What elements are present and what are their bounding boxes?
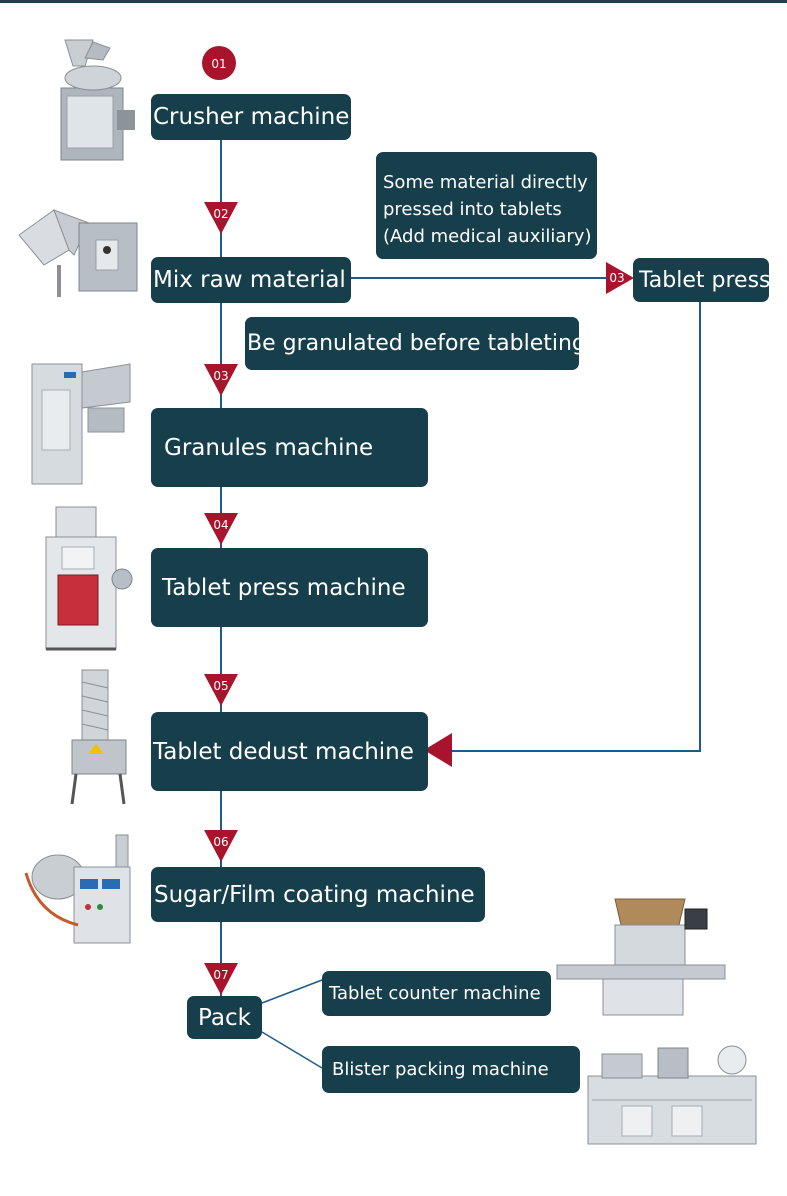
rotary-tablet-press-image [45, 506, 133, 651]
coating-pan-image [24, 834, 131, 944]
step-marker-04 [204, 513, 238, 545]
granules-machine-box: Granules machine [151, 408, 428, 487]
granulate-note-box: Be granulated before tableting [245, 317, 579, 370]
direct-press-note: Some material directly pressed into tabl… [376, 152, 597, 259]
blister-packer-image [587, 1045, 757, 1145]
step-marker-05 [204, 674, 238, 706]
step-number-01: 01 [211, 57, 226, 71]
step-number-03: 03 [213, 369, 228, 383]
tablet-counter-machine-label: Tablet counter machine [329, 983, 541, 1004]
tablet-press-direct-box: Tablet press [633, 258, 769, 302]
tablet-press-machine-label: Tablet press machine [162, 574, 406, 601]
granulate-note-label: Be granulated before tableting [247, 331, 579, 356]
tablet-dedust-machine-box: Tablet dedust machine [151, 712, 428, 791]
crusher-machine-label: Crusher machine [153, 104, 350, 130]
top-border [0, 0, 787, 3]
direct-note-line-1: Some material directly [383, 172, 588, 193]
step-marker-03-direct [606, 262, 634, 294]
granules-machine-label: Granules machine [164, 434, 374, 461]
tablet-counter-image [556, 898, 726, 1016]
blister-packing-machine-label: Blister packing machine [332, 1059, 549, 1080]
return-line [450, 302, 701, 752]
blister-packing-machine-box: Blister packing machine [322, 1046, 580, 1093]
tablet-press-direct-label: Tablet press [639, 267, 769, 293]
step-badge-01 [202, 46, 236, 80]
coating-machine-box: Sugar/Film coating machine [151, 867, 485, 922]
step-number-03-direct: 03 [609, 271, 624, 285]
pack-box: Pack [187, 996, 262, 1039]
mix-raw-material-label: Mix raw material [153, 267, 346, 293]
step-marker-07 [204, 963, 238, 995]
step-marker-06 [204, 830, 238, 862]
v-mixer-image [18, 209, 138, 297]
step-number-07: 07 [213, 968, 228, 982]
step-number-02: 02 [213, 207, 228, 221]
mix-raw-material-box: Mix raw material [151, 257, 351, 303]
step-number-06: 06 [213, 835, 228, 849]
tablet-dedust-machine-label: Tablet dedust machine [153, 738, 414, 765]
pack-connector-blister [261, 1031, 323, 1069]
tablet-deduster-image [70, 669, 127, 805]
granulator-image [31, 363, 131, 485]
pack-label: Pack [198, 1004, 251, 1031]
crusher-machine-image [60, 39, 135, 161]
step-marker-02 [204, 202, 238, 234]
tablet-press-machine-box: Tablet press machine [151, 548, 428, 627]
step-number-05: 05 [213, 679, 228, 693]
tablet-counter-machine-box: Tablet counter machine [322, 971, 551, 1016]
return-arrow-head [424, 733, 452, 767]
step-marker-03 [204, 364, 238, 396]
coating-machine-label: Sugar/Film coating machine [154, 881, 475, 908]
direct-note-line-3: (Add medical auxiliary) [383, 226, 592, 247]
step-number-04: 04 [213, 518, 228, 532]
direct-note-line-2: pressed into tablets [383, 199, 562, 220]
pack-connector-counter [261, 979, 323, 1004]
crusher-machine-box: Crusher machine [151, 94, 351, 140]
